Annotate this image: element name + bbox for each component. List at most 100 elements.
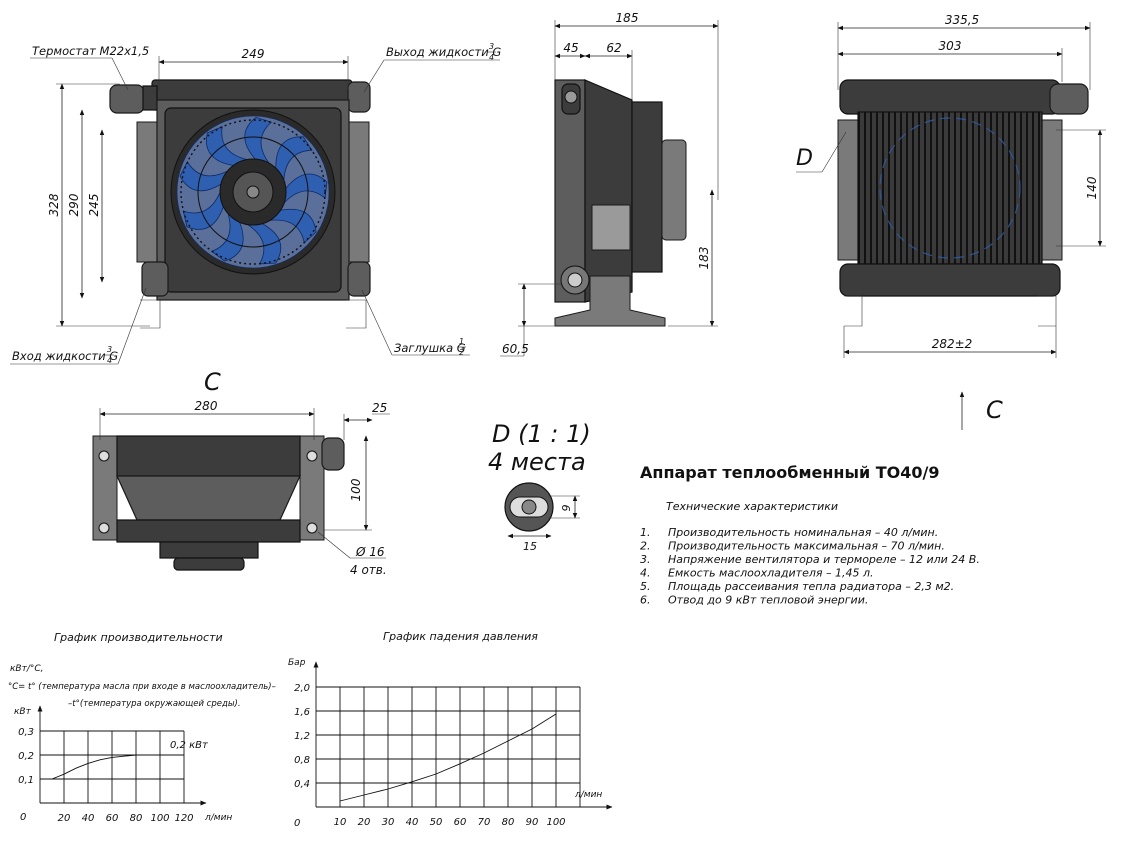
perf-note-1: кВт/°С,	[10, 664, 44, 674]
x-tick-label: 100	[546, 817, 565, 828]
leader-hole	[317, 531, 351, 559]
y-tick-label: 1,2	[294, 731, 310, 742]
dim-side-base-label: 60,5	[502, 342, 529, 356]
hole-count-label: 4 отв.	[350, 563, 387, 577]
inlet-frac-den: 4	[107, 356, 112, 365]
leader-outlet	[363, 59, 385, 93]
c-hole	[98, 450, 110, 462]
outlet-label: Выход жидкости G	[386, 45, 501, 59]
perf-series-line	[51, 754, 160, 780]
leader-inlet	[117, 287, 147, 365]
detail-d-callout: D	[796, 146, 813, 171]
dim-c-height-label: 100	[349, 478, 363, 501]
x-tick-label: 20	[58, 813, 71, 824]
press-chart: График падения давления Бар л/мин 0 10 20…	[288, 630, 613, 829]
detail-width-label: 15	[523, 540, 537, 553]
side-view: 185 45 62 183 60,5	[500, 11, 719, 357]
spec-item: Емкость маслоохладителя – 1,45 л.	[668, 567, 874, 580]
thermostat-label: Термостат М22х1,5	[32, 44, 149, 58]
dim-width-label: 249	[242, 47, 265, 61]
inlet-fitting	[141, 261, 169, 297]
rear-bottom-manifold	[839, 263, 1061, 297]
x-tick-label: 20	[358, 817, 371, 828]
press-ylabel: Бар	[288, 658, 306, 668]
perf-xlabel: л/мин	[204, 813, 232, 823]
view-c-title: C	[204, 368, 221, 396]
press-origin: 0	[294, 818, 300, 829]
plug-fitting	[347, 261, 371, 297]
side-foot	[554, 275, 666, 327]
inlet-frac-num: 3	[107, 345, 112, 354]
inlet-label: Вход жидкости G	[12, 349, 118, 363]
x-tick-label: 100	[150, 813, 169, 824]
detail-d-subtitle: 4 места	[488, 448, 586, 476]
side-terminal	[591, 204, 631, 251]
left-bracket	[136, 121, 160, 263]
dim-side-a-label: 45	[563, 41, 578, 55]
y-tick-label: 0,4	[294, 779, 310, 790]
spec-item: Производительность номинальная – 40 л/ми…	[668, 526, 938, 539]
detail-bolt	[521, 499, 537, 515]
fan-blade	[206, 125, 247, 167]
rear-left-bracket	[837, 119, 859, 261]
spec-item: Отвод до 9 кВт тепловой энергии.	[668, 594, 868, 607]
dim-c-offset-label: 25	[372, 401, 387, 415]
dim-side-height-label: 183	[697, 247, 711, 270]
x-tick-label: 40	[406, 817, 419, 828]
perf-annotation: 0,2 кВт	[170, 740, 209, 751]
front-view: 249 328 290 245 Термостат М22х1,5 Выход …	[10, 42, 501, 365]
side-motor-cap	[661, 139, 687, 241]
press-grid	[313, 661, 613, 810]
rear-fan-silhouette	[879, 117, 1021, 259]
spec-item: Площадь рассеивания тепла радиатора – 2,…	[668, 580, 954, 593]
dim-rear-height-label: 140	[1085, 176, 1099, 199]
dim-rear-total-label: 335,5	[945, 13, 979, 27]
spec-block: Аппарат теплообменный ТО40/9 Технические…	[640, 463, 980, 607]
x-tick-label: 120	[174, 813, 193, 824]
fan-grille-inner	[197, 136, 309, 248]
right-bracket	[346, 121, 370, 263]
perf-origin: 0	[20, 812, 26, 823]
x-tick-label: 60	[106, 813, 119, 824]
rear-top-manifold	[839, 79, 1061, 115]
side-inlet-bore	[567, 272, 583, 288]
fan-blade	[244, 116, 273, 163]
press-xlabel: л/мин	[574, 790, 602, 800]
x-tick-label: 80	[130, 813, 143, 824]
dim-side-b-label: 62	[606, 41, 621, 55]
dim-rear-mount-label: 282±2	[932, 337, 973, 351]
y-tick-label: 2,0	[294, 683, 310, 694]
x-tick-label: 10	[334, 817, 347, 828]
dim-height-inner-label: 245	[87, 194, 101, 217]
spec-item: Производительность максимальная – 70 л/м…	[668, 540, 945, 553]
rear-right-foot	[1038, 295, 1057, 327]
outlet-fitting	[347, 81, 371, 113]
outlet-frac-den: 4	[489, 53, 494, 62]
x-tick-label: 80	[502, 817, 515, 828]
detail-d: D (1 : 1) 4 места 15 9	[488, 420, 591, 553]
product-title: Аппарат теплообменный ТО40/9	[640, 463, 939, 482]
c-hole	[98, 522, 110, 534]
leader-plug	[361, 289, 393, 356]
perf-note-2: °С= t° (температура масла при входе в ма…	[8, 682, 276, 692]
y-tick-label: 0,3	[18, 727, 34, 738]
spec-number: 5.	[640, 580, 651, 593]
dim-rear-inner-label: 303	[939, 39, 962, 53]
side-motor	[631, 101, 663, 273]
spec-number: 3.	[640, 553, 651, 566]
left-foot	[140, 299, 161, 329]
x-tick-label: 90	[526, 817, 539, 828]
thermostat-nut	[142, 85, 158, 111]
outlet-frac-num: 3	[489, 42, 494, 51]
spec-number: 2.	[640, 540, 651, 553]
perf-chart: График производительности кВт/°С, °С= t°…	[8, 631, 276, 824]
c-hole	[306, 522, 318, 534]
spec-number: 4.	[640, 567, 651, 580]
dim-side-total-label: 185	[616, 11, 639, 25]
press-chart-title: График падения давления	[383, 630, 538, 643]
view-c-arrow-label: C	[986, 396, 1003, 424]
leader-thermostat	[111, 57, 129, 91]
right-foot	[346, 299, 367, 329]
perf-ylabel: кВт	[14, 707, 32, 717]
